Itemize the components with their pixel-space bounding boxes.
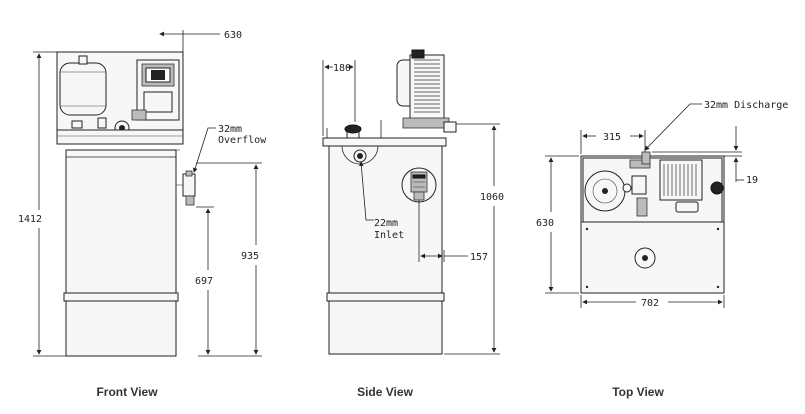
inlet-label-size: 22mm [374,218,398,229]
side-top-offset-dimension: 180 [333,63,351,74]
front-overflow-fitting [176,170,196,206]
top-pump-motor [659,159,703,201]
side-pump [396,49,457,133]
front-overflow-pipe-height-dimension: 697 [195,276,213,287]
side-top-plate [322,137,447,147]
front-expansion-vessel [59,55,107,116]
top-discharge-offset-dimension: 315 [603,132,621,143]
side-height-dimension: 1060 [480,192,504,203]
front-width-dimension: 630 [224,30,242,41]
discharge-label: 32mm Discharge [704,100,788,111]
side-inlet-offset-dimension: 157 [470,252,488,263]
top-depth-dimension: 630 [536,218,554,229]
front-pump-controller [131,59,180,121]
side-view-caption: Side View [357,385,413,399]
front-top-plate [56,129,184,145]
top-knob [710,181,724,195]
front-tank [65,149,177,357]
top-view: 32mm Discharge 315 19 630 702 [536,100,788,309]
overflow-label-name: Overflow [218,135,267,146]
front-view: 630 1412 32mm Overflow 935 697 [18,30,267,357]
front-total-height-dimension: 1412 [18,214,42,225]
side-float-valve [401,167,437,203]
front-view-caption: Front View [96,385,158,399]
side-view: 180 1060 22mm Inlet 157 [322,49,504,355]
top-view-caption: Top View [612,385,664,399]
top-width-dimension: 702 [641,298,659,309]
top-discharge-height-dimension: 19 [746,175,758,186]
overflow-label-size: 32mm [218,124,242,135]
front-overflow-height-dimension: 935 [241,251,259,262]
inlet-label-name: Inlet [374,230,404,241]
